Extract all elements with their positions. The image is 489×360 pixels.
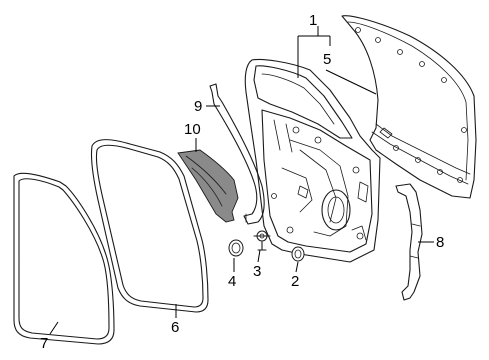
callout-3: 3: [253, 263, 261, 280]
clip-fastener: [253, 230, 271, 251]
door-inner-panel: [244, 58, 381, 263]
weatherstrip-inner: [90, 139, 209, 313]
leader-lines: [49, 26, 434, 335]
door-outer-skin: [341, 15, 477, 199]
callout-10: 10: [184, 121, 201, 138]
plug-small: [291, 246, 305, 262]
callout-labels: 1 5 9 10 8 3 4 2 6 7: [40, 12, 444, 352]
callout-8: 8: [436, 234, 444, 251]
wiring-bracket: [395, 183, 423, 301]
channel-strip: [209, 83, 265, 225]
callout-2: 2: [291, 273, 299, 290]
callout-5: 5: [323, 51, 331, 68]
water-shield: [177, 149, 239, 223]
callout-4: 4: [228, 273, 236, 290]
callout-6: 6: [171, 319, 179, 336]
callout-7: 7: [40, 335, 48, 352]
plug: [228, 239, 244, 257]
callout-1: 1: [309, 12, 317, 29]
weatherstrip-outer: [13, 172, 115, 345]
callout-9: 9: [194, 98, 202, 115]
